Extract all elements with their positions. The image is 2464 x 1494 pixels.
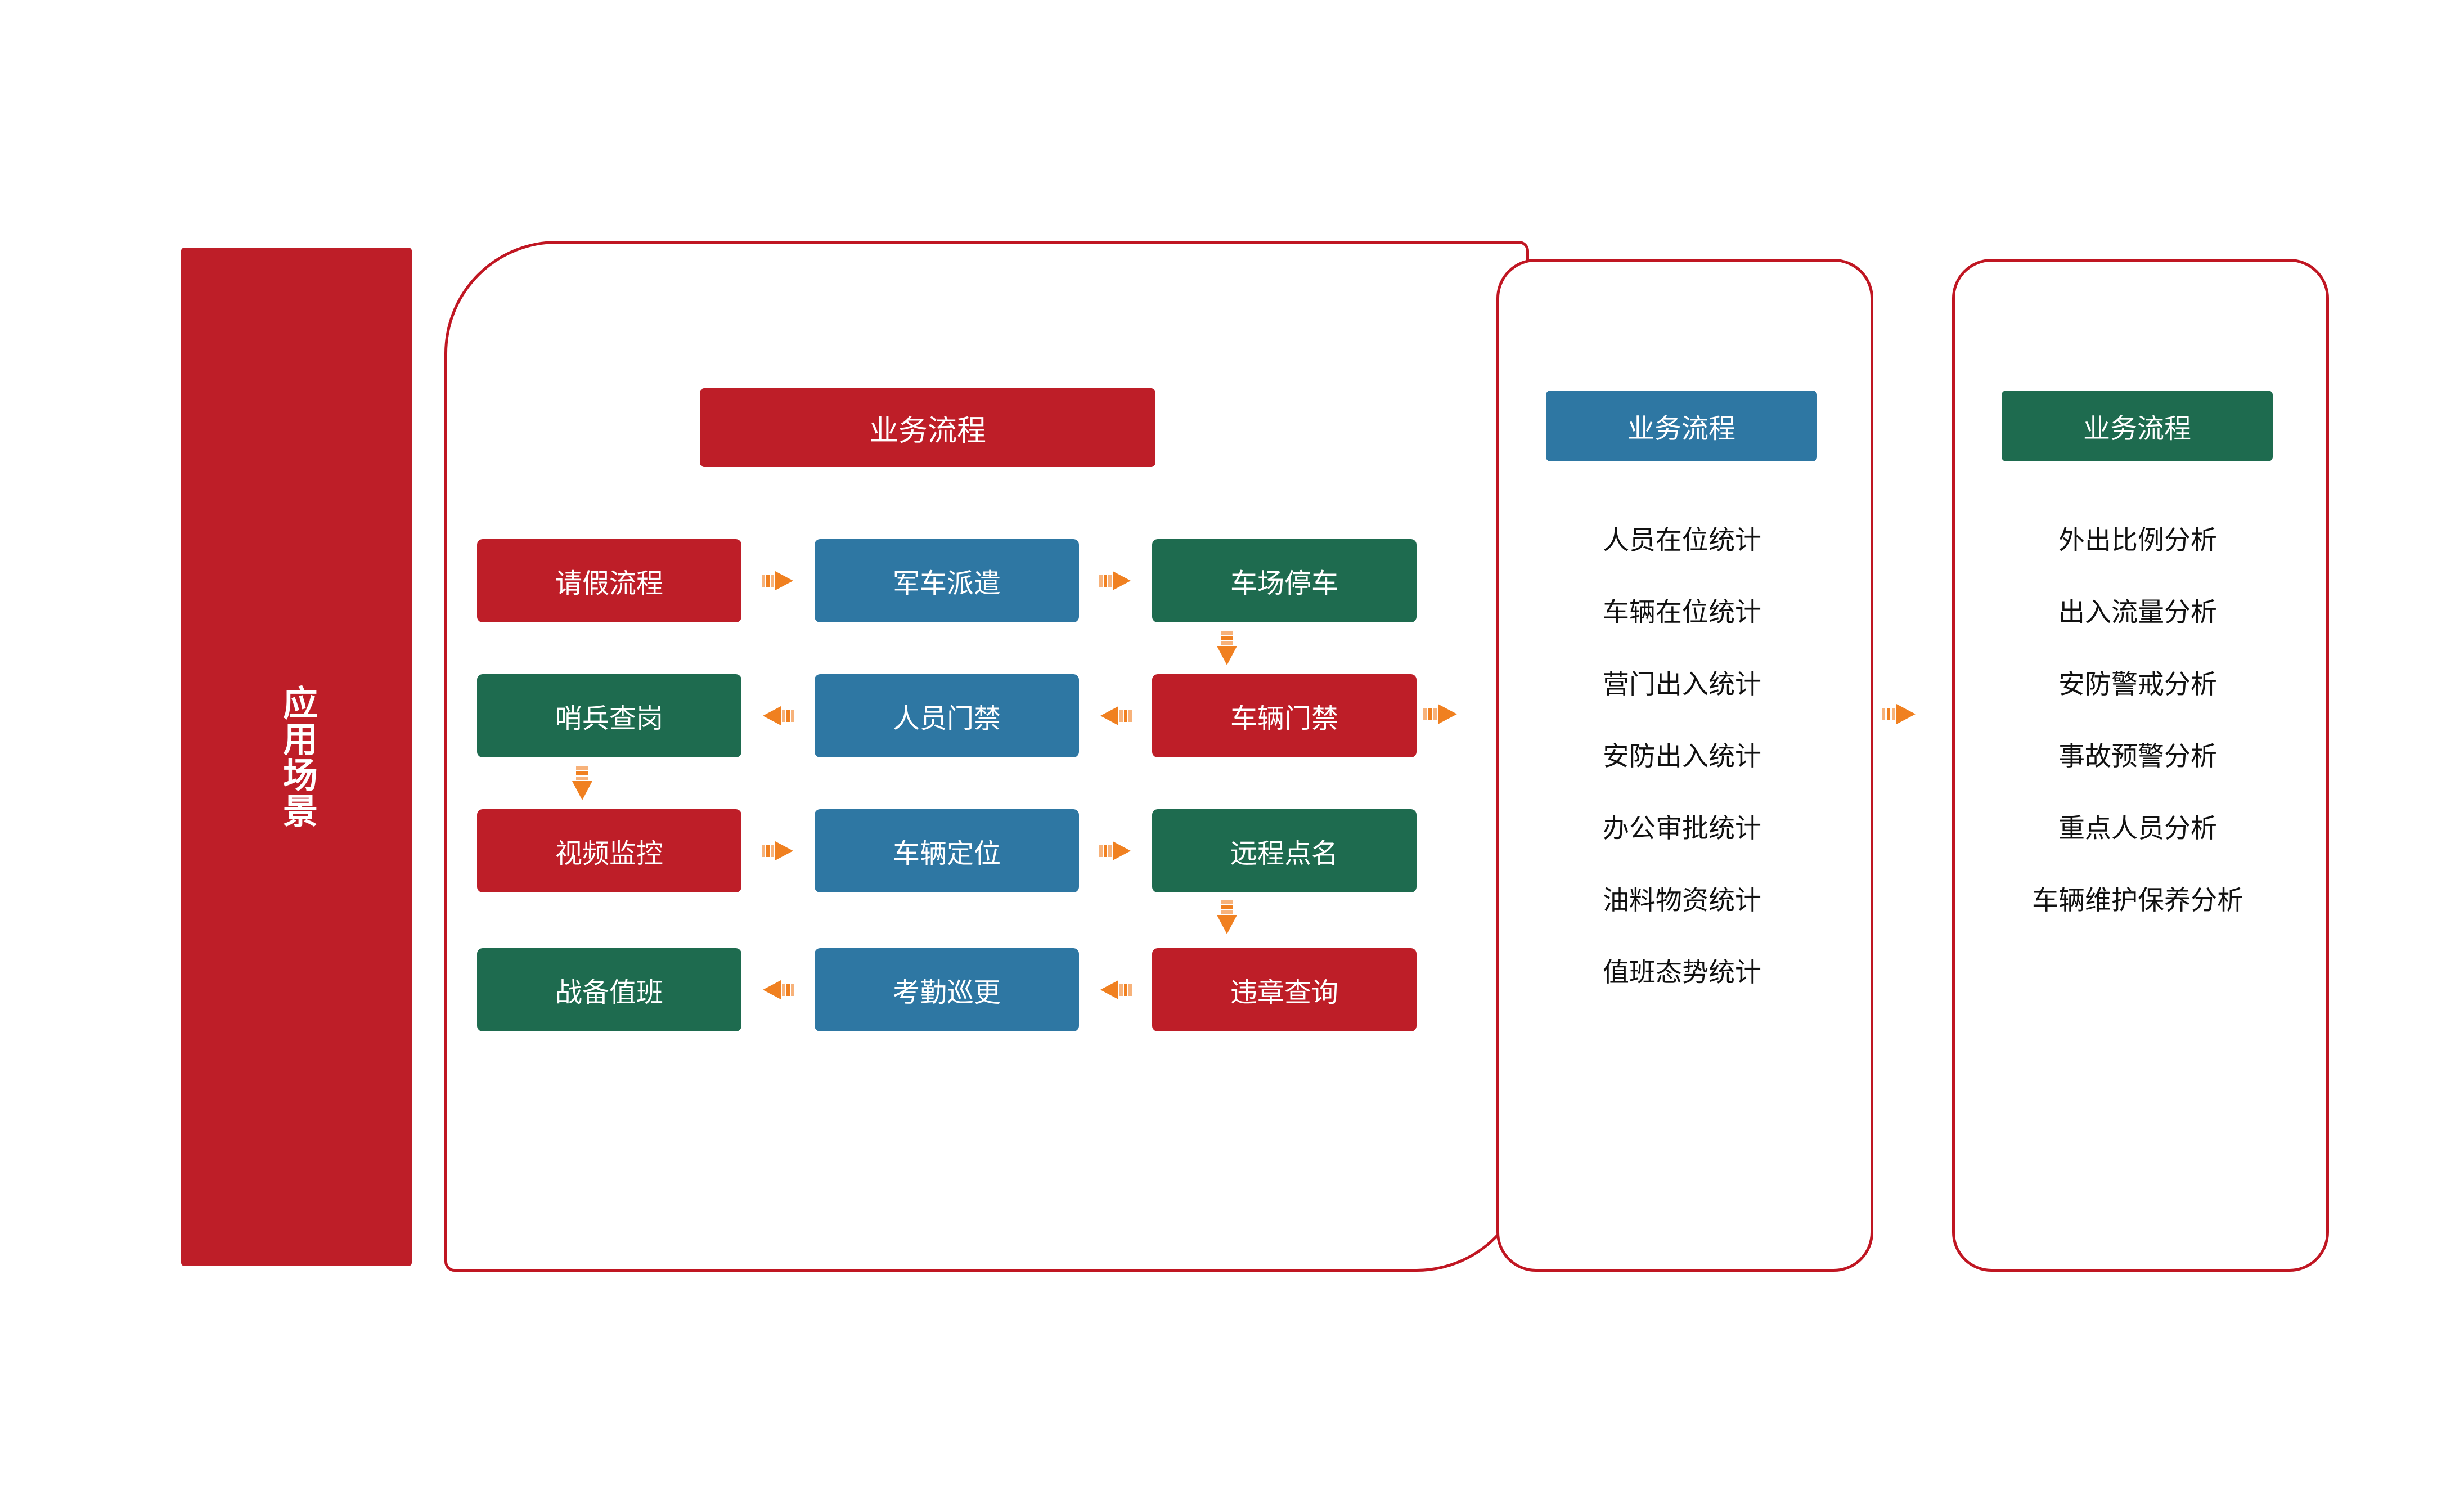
flow-row: 请假流程 军车派遣 (477, 539, 1484, 622)
flow-box[interactable]: 远程点名 (1152, 809, 1417, 892)
arrow-slot (1079, 948, 1152, 1031)
flow-box[interactable]: 车辆定位 (815, 809, 1079, 892)
list-item: 油料物资统计 (1603, 885, 1761, 915)
arrow-down-icon (1214, 631, 1240, 666)
list-item: 重点人员分析 (2058, 813, 2217, 843)
flow-box[interactable]: 人员门禁 (815, 674, 1079, 757)
list-item: 外出比例分析 (2058, 524, 2217, 555)
flow-box[interactable]: 视频监控 (477, 809, 741, 892)
arrow-left-icon (1099, 703, 1132, 729)
flow-box[interactable]: 战备值班 (477, 948, 741, 1031)
arrow-slot (1079, 539, 1152, 622)
flow-box[interactable]: 请假流程 (477, 539, 741, 622)
flow-row: 哨兵查岗 人员门禁 (477, 674, 1484, 757)
arrow-right-icon (1882, 701, 1917, 728)
arrow-right-icon (1099, 568, 1132, 594)
arrow-slot (1079, 674, 1152, 757)
list-item: 营门出入统计 (1603, 669, 1761, 699)
arrow-right-icon (762, 568, 794, 594)
list-item: 值班态势统计 (1603, 957, 1761, 987)
list-item: 车辆在位统计 (1603, 596, 1761, 627)
flow-box[interactable]: 哨兵查岗 (477, 674, 741, 757)
list-item: 安防出入统计 (1603, 741, 1761, 771)
statistics-header: 业务流程 (1546, 391, 1817, 461)
arrow-slot (741, 539, 815, 622)
list-item: 人员在位统计 (1603, 524, 1761, 555)
application-scenario-label: 应用场景 (277, 685, 317, 829)
statistics-item-list: 人员在位统计 车辆在位统计 营门出入统计 安防出入统计 办公审批统计 油料物资统… (1508, 520, 1856, 1024)
arrow-slot (1079, 809, 1152, 892)
arrow-down-icon (1214, 900, 1240, 935)
flow-row: 战备值班 考勤巡更 (477, 948, 1484, 1031)
analysis-header: 业务流程 (2002, 391, 2273, 461)
flow-box[interactable]: 车场停车 (1152, 539, 1417, 622)
list-item: 出入流量分析 (2058, 596, 2217, 627)
list-item: 办公审批统计 (1603, 813, 1761, 843)
arrow-right-icon (1423, 701, 1458, 728)
arrow-right-icon (1099, 838, 1132, 864)
list-item: 安防警戒分析 (2058, 669, 2217, 699)
arrow-left-icon (762, 703, 794, 729)
analysis-item-list: 外出比例分析 出入流量分析 安防警戒分析 事故预警分析 重点人员分析 车辆维护保… (1963, 520, 2312, 952)
flow-box[interactable]: 考勤巡更 (815, 948, 1079, 1031)
process-flow-grid: 请假流程 军车派遣 (477, 539, 1484, 1031)
flow-box[interactable]: 违章查询 (1152, 948, 1417, 1031)
flow-row: 视频监控 车辆定位 (477, 809, 1484, 892)
application-scenario-bar: 应用场景 (181, 248, 412, 1266)
arrow-slot (741, 948, 815, 1031)
flow-box[interactable]: 军车派遣 (815, 539, 1079, 622)
arrow-left-icon (1099, 977, 1132, 1003)
arrow-down-icon (569, 766, 595, 801)
list-item: 车辆维护保养分析 (2032, 885, 2243, 915)
arrow-right-icon (762, 838, 794, 864)
flow-box[interactable]: 车辆门禁 (1152, 674, 1417, 757)
arrow-slot (741, 674, 815, 757)
list-item: 事故预警分析 (2058, 741, 2217, 771)
arrow-slot (741, 809, 815, 892)
business-process-header: 业务流程 (700, 388, 1155, 467)
arrow-left-icon (762, 977, 794, 1003)
